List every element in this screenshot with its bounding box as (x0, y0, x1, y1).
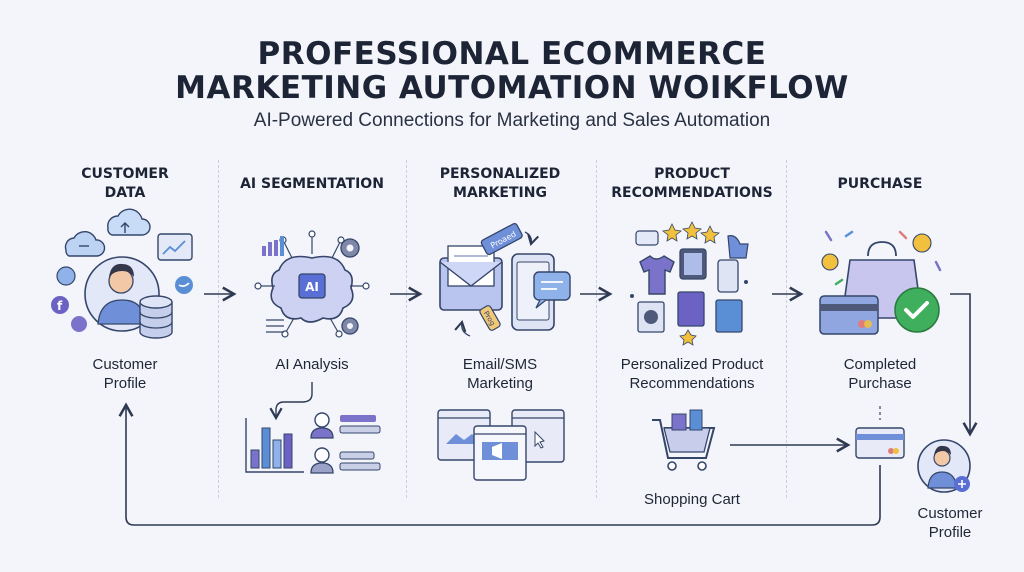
book-icon (677, 291, 743, 333)
subtitle: AI-Powered Connections for Marketing and… (253, 110, 771, 131)
coin-icon (821, 233, 932, 271)
svg-text:f: f (57, 299, 63, 313)
gear-icon (340, 238, 360, 335)
cloud-icon (64, 208, 151, 257)
facebook-icon (51, 296, 69, 314)
chart-icon (157, 233, 193, 261)
database-icon (139, 295, 173, 339)
megaphone-icon (492, 443, 502, 459)
brain-icon: AI (254, 230, 370, 338)
check-icon (894, 287, 940, 333)
main-title-line-2: MARKETING AUTOMATION WOIKFLOW (175, 70, 849, 106)
star-icon (662, 221, 720, 346)
svg-text:AI: AI (305, 280, 319, 294)
credit-card-icon (855, 427, 905, 459)
stage-title-purchase: PURCHASE (837, 176, 923, 192)
browser-window-icon (437, 409, 565, 481)
divider (596, 160, 597, 498)
customer-data-illustration: f (51, 208, 193, 339)
stage-title-ai-segmentation: AI SEGMENTATION (240, 176, 384, 192)
chat-icon (533, 271, 571, 309)
caption-ai-analysis: AI Analysis (275, 356, 349, 373)
cart-icon (652, 409, 716, 471)
divider (406, 160, 407, 498)
credit-card-icon (819, 295, 879, 335)
user-icon (917, 439, 971, 493)
bar-chart-icon (245, 418, 304, 473)
main-title-line-1: PROFESSIONAL ECOMMERCE (257, 36, 767, 72)
bar-chart-icon (262, 236, 284, 256)
caption-shopping-cart: Shopping Cart (644, 491, 740, 508)
tshirt-icon (639, 255, 675, 295)
twitter-icon (175, 276, 193, 294)
divider (218, 160, 219, 498)
user-icon (310, 412, 381, 474)
divider (786, 160, 787, 498)
flow-arrows (118, 286, 978, 526)
envelope-icon (439, 245, 503, 311)
